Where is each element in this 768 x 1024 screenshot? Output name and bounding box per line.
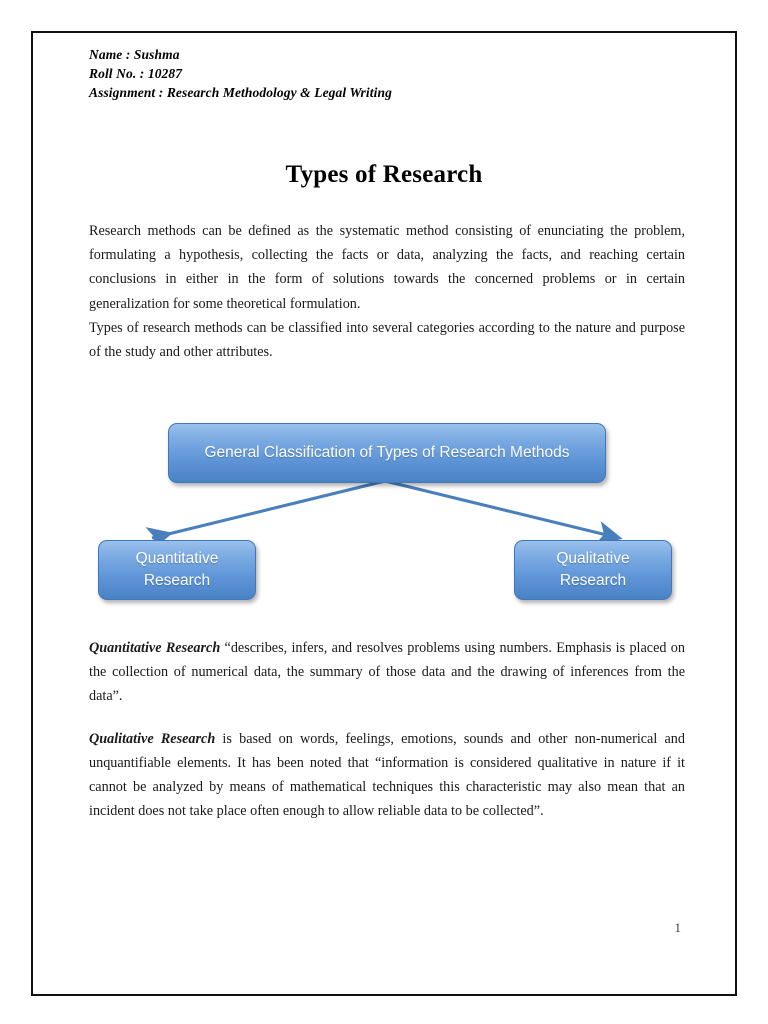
diagram-node-qualitative[interactable]: Qualitative Research	[514, 540, 672, 600]
diagram-node-qualitative-line2: Research	[559, 572, 627, 589]
paragraph-quantitative: Quantitative Research “describes, infers…	[89, 636, 685, 709]
definitions-text-block: Quantitative Research “describes, infers…	[89, 636, 685, 823]
page-title: Types of Research	[285, 161, 483, 188]
page-number: 1	[674, 920, 682, 935]
student-info-block: Name : Sushma Roll No. : 10287 Assignmen…	[89, 45, 649, 102]
document-page-inner: Name : Sushma Roll No. : 10287 Assignmen…	[33, 33, 735, 994]
diagram-node-root[interactable]: General Classification of Types of Resea…	[168, 423, 606, 483]
paragraph-intro-2: Types of research methods can be classif…	[89, 319, 685, 361]
paragraph-qualitative: Qualitative Research is based on words, …	[89, 727, 685, 824]
qualitative-research-text: is based on words, feelings, emotions, s…	[89, 730, 685, 820]
diagram-node-root-label: General Classification of Types of Resea…	[204, 444, 570, 461]
paragraph-intro-1: Research methods can be defined as the s…	[89, 223, 685, 312]
diagram-node-qualitative-line1: Qualitative	[556, 550, 630, 567]
diagram-node-quantitative-line2: Research	[143, 572, 211, 589]
roll-number-line: Roll No. : 10287	[89, 66, 183, 81]
document-page: Name : Sushma Roll No. : 10287 Assignmen…	[31, 31, 737, 996]
quantitative-research-text: “describes, infers, and resolves problem…	[89, 640, 685, 705]
student-name-line: Name : Sushma	[89, 47, 180, 62]
diagram-connector-arrows	[145, 479, 623, 551]
diagram-node-quantitative-label: Quantitative Research	[136, 548, 219, 592]
diagram-node-quantitative-line1: Quantitative	[135, 550, 219, 567]
qualitative-research-label: Qualitative Research	[89, 730, 216, 747]
quantitative-research-label: Quantitative Research	[89, 640, 221, 656]
diagram-node-qualitative-label: Qualitative Research	[556, 548, 629, 592]
diagram-node-quantitative[interactable]: Quantitative Research	[98, 540, 256, 600]
intro-text-block: Research methods can be defined as the s…	[89, 219, 685, 364]
assignment-line: Assignment : Research Methodology & Lega…	[89, 85, 392, 100]
research-classification-diagram: General Classification of Types of Resea…	[33, 413, 739, 633]
